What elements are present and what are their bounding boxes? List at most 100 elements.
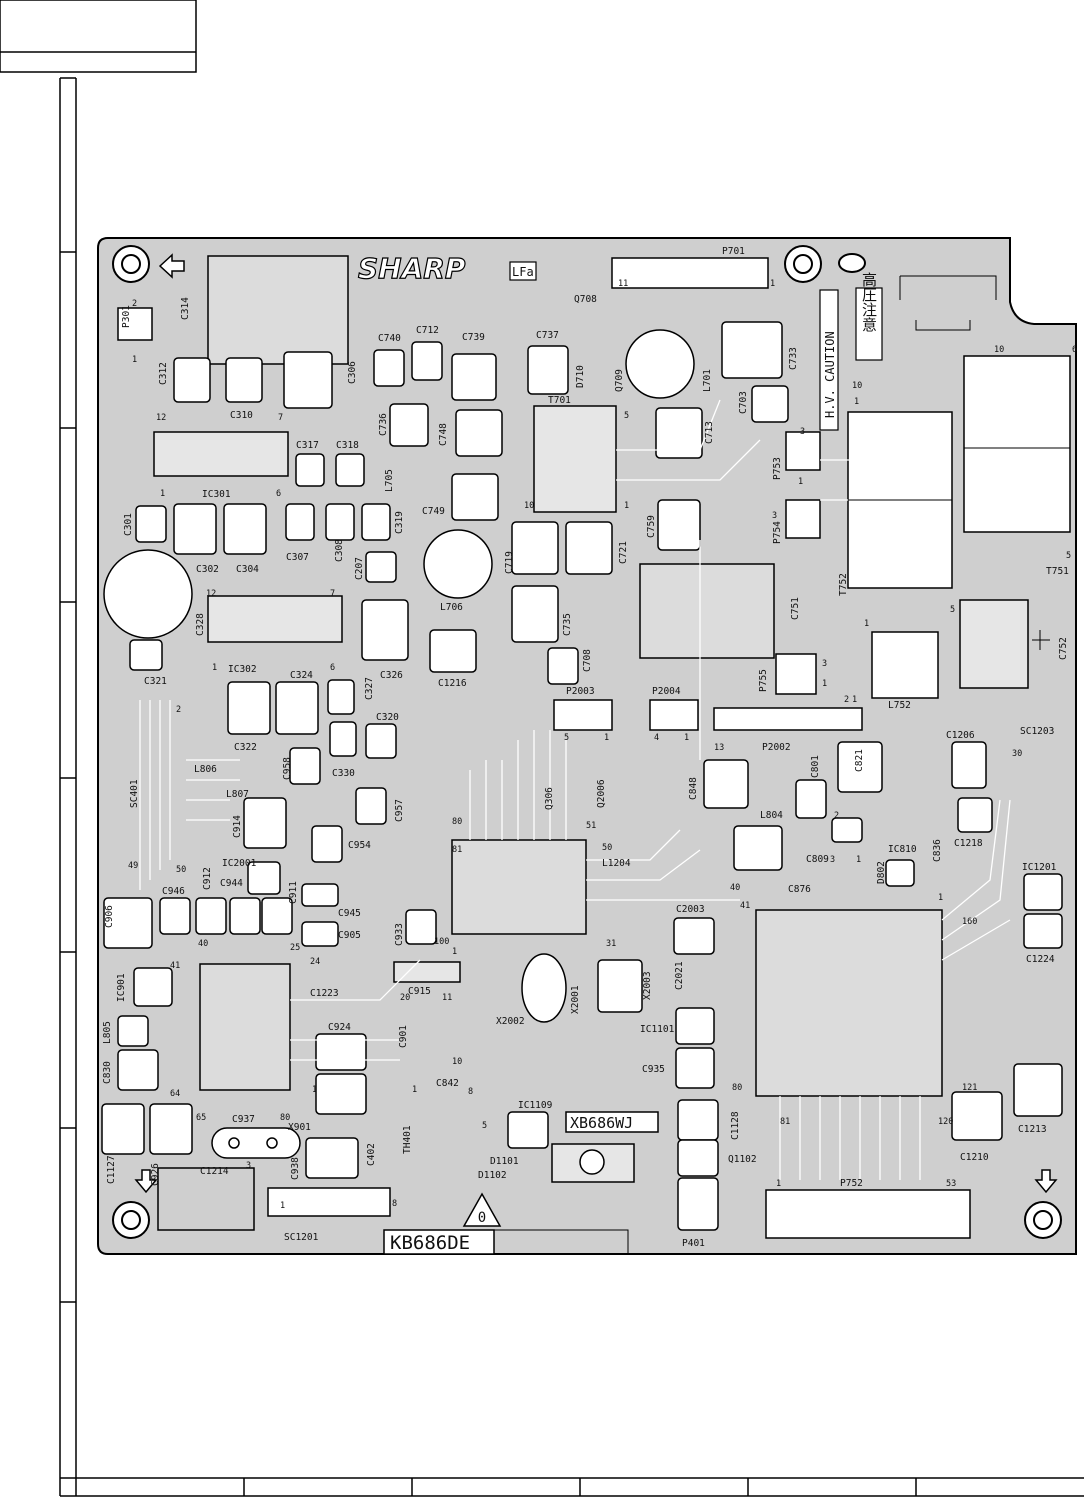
pin-number: 1 xyxy=(604,733,609,743)
component-label: IC302 xyxy=(228,664,257,675)
component-label: IC301 xyxy=(202,489,231,500)
component-label: C912 xyxy=(202,867,213,890)
component-label: C937 xyxy=(232,1114,255,1125)
component-label: C1213 xyxy=(1018,1124,1047,1135)
component-label: C326 xyxy=(380,670,403,681)
component-label: C317 xyxy=(296,440,319,451)
component-label: L805 xyxy=(102,1021,113,1044)
component-label: C312 xyxy=(158,362,169,385)
pin-number: 160 xyxy=(962,917,977,927)
pin-number: 6 xyxy=(330,663,335,673)
component-label: Q2006 xyxy=(596,779,607,808)
component-label: C945 xyxy=(338,908,361,919)
pin-number: 1 xyxy=(852,695,857,705)
pin-number: 40 xyxy=(198,939,208,949)
component-label: C712 xyxy=(416,325,439,336)
component-label: Q306 xyxy=(544,787,555,810)
pin-number: 3 xyxy=(800,427,805,437)
component-label: C1224 xyxy=(1026,954,1055,965)
component-label: SC401 xyxy=(129,779,140,808)
pin-number: 41 xyxy=(740,901,750,911)
model-main-text: KB686DE xyxy=(390,1232,470,1254)
pin-number: 5 xyxy=(564,733,569,743)
pin-number: 30 xyxy=(1012,749,1022,759)
component-label: C1206 xyxy=(946,730,975,741)
hv-caution-jp-text: 高圧注意 xyxy=(860,272,878,332)
pin-number: 31 xyxy=(606,939,616,949)
component-label: P752 xyxy=(840,1178,863,1189)
component-label: C1127 xyxy=(106,1155,117,1184)
component-label: C328 xyxy=(195,613,206,636)
pin-number: 24 xyxy=(310,957,320,967)
pin-number: 64 xyxy=(170,1089,180,1099)
component-label: C905 xyxy=(338,930,361,941)
component-label: C735 xyxy=(562,613,573,636)
pin-number: 10 xyxy=(852,381,862,391)
component-label: C330 xyxy=(332,768,355,779)
pin-number: 1 xyxy=(312,1085,317,1095)
component-label: P754 xyxy=(772,521,783,544)
component-label: Q1102 xyxy=(728,1154,757,1165)
pin-number: 1 xyxy=(452,947,457,957)
pin-number: 2 xyxy=(834,811,839,821)
lf-mark-text: LFa xyxy=(512,265,534,279)
pin-number: 65 xyxy=(196,1113,206,1123)
component-label: L752 xyxy=(888,700,911,711)
component-label: C933 xyxy=(394,923,405,946)
component-label: C324 xyxy=(290,670,313,681)
modules xyxy=(153,255,1071,1183)
component-label: C842 xyxy=(436,1078,459,1089)
component-label: L706 xyxy=(440,602,463,613)
component-label: C402 xyxy=(366,1143,377,1166)
pin-number: 50 xyxy=(176,865,186,875)
component-label: L1204 xyxy=(602,858,631,869)
component-label: C314 xyxy=(180,297,191,320)
component-label: C759 xyxy=(646,515,657,538)
warning-symbol-text: 0 xyxy=(478,1210,486,1226)
pin-number: 53 xyxy=(946,1179,956,1189)
component-label: SC1203 xyxy=(1020,726,1054,737)
component-label: C736 xyxy=(378,413,389,436)
component-label: C801 xyxy=(810,755,821,778)
brand-logo-text: SHARP xyxy=(358,252,466,285)
component-label: IC1101 xyxy=(640,1024,675,1035)
component-label: P2003 xyxy=(566,686,595,697)
pin-number: 51 xyxy=(586,821,596,831)
component-label: C749 xyxy=(422,506,445,517)
copper-traces xyxy=(139,399,1011,1180)
pin-number: 1 xyxy=(938,893,943,903)
component-label: Q708 xyxy=(574,294,597,305)
component-label: C830 xyxy=(102,1061,113,1084)
component-label: X2003 xyxy=(642,971,653,1000)
component-label: X901 xyxy=(288,1122,311,1133)
component-label: C207 xyxy=(354,557,365,580)
capacitor-footprints xyxy=(101,321,1063,1231)
component-label: C957 xyxy=(394,799,405,822)
pin-number: 4 xyxy=(654,733,659,743)
component-label: C1210 xyxy=(960,1152,989,1163)
hv-caution-text: H.V. CAUTION xyxy=(823,331,837,418)
component-label: C1218 xyxy=(954,838,983,849)
component-label: P2002 xyxy=(762,742,791,753)
pin-number: 1 xyxy=(856,855,861,865)
component-label: C938 xyxy=(290,1157,301,1180)
pin-number: 11 xyxy=(618,279,628,289)
pin-number: 1 xyxy=(412,1085,417,1095)
pin-number: 3 xyxy=(822,659,827,669)
component-label: C751 xyxy=(790,597,801,620)
pin-number: 6 xyxy=(1072,345,1077,355)
component-label: IC2001 xyxy=(222,858,257,869)
component-label: L705 xyxy=(384,469,395,492)
component-label: IC901 xyxy=(116,973,127,1002)
pin-number: 81 xyxy=(452,845,462,855)
component-label: D710 xyxy=(575,365,586,388)
pin-number: 8 xyxy=(468,1087,473,1097)
component-label: C958 xyxy=(282,757,293,780)
component-label: C901 xyxy=(398,1025,409,1048)
pin-number: 1 xyxy=(770,279,775,289)
component-label: D1102 xyxy=(478,1170,507,1181)
component-label: C719 xyxy=(504,551,515,574)
pin-number: 80 xyxy=(280,1113,290,1123)
component-label: C318 xyxy=(336,440,359,451)
